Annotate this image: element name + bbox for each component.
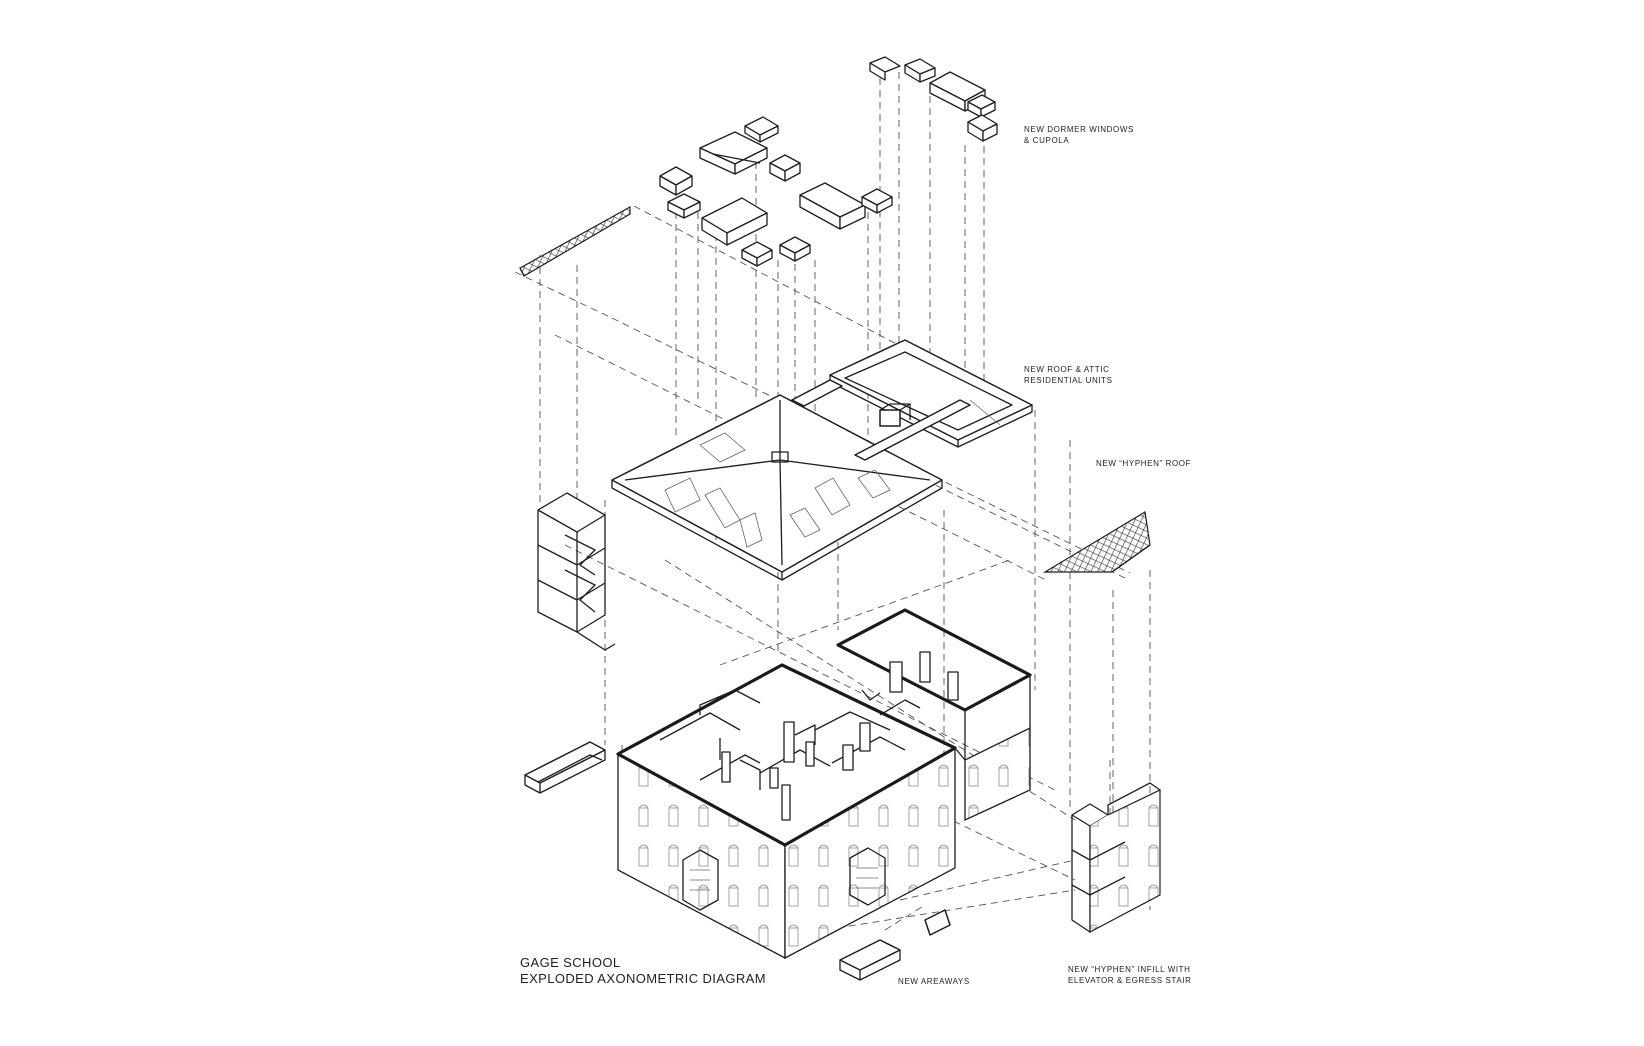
wing-building [836, 608, 1032, 822]
dormer-window [699, 131, 768, 175]
areaway-right [839, 909, 951, 981]
areaway-left [524, 741, 606, 794]
dormer-windows-cluster [659, 56, 998, 267]
label-hyphen-infill-line2: ELEVATOR & EGRESS STAIR [1068, 976, 1192, 985]
dormer-window [744, 116, 779, 143]
label-new-roof-line1: NEW ROOF & ATTIC [1024, 365, 1110, 374]
main-roof [611, 339, 1033, 581]
label-new-roof: NEW ROOF & ATTIC RESIDENTIAL UNITS [1024, 364, 1113, 386]
dormer-window [861, 188, 893, 214]
dormer-window [659, 166, 693, 196]
diagram-title: GAGE SCHOOL EXPLODED AXONOMETRIC DIAGRAM [520, 955, 766, 987]
label-hyphen-roof: NEW “HYPHEN” ROOF [1096, 459, 1192, 468]
label-new-areaways: NEW AREAWAYS [898, 977, 970, 986]
label-dormer-windows-line2: & CUPOLA [1024, 136, 1070, 145]
label-hyphen-infill-line1: NEW “HYPHEN” INFILL WITH [1068, 965, 1191, 974]
main-building [616, 663, 957, 960]
dormer-window [799, 182, 866, 230]
dormer-window [701, 197, 768, 246]
dormer-window [667, 193, 701, 219]
hyphen-roof-left [519, 205, 631, 277]
dormer-window [741, 241, 773, 267]
hyphen-infill-tower [1071, 782, 1161, 933]
dormer-window [769, 154, 801, 182]
cupola [869, 56, 998, 142]
label-dormer-windows: NEW DORMER WINDOWS & CUPOLA [1024, 124, 1134, 146]
hyphen-roof-right [1042, 511, 1151, 573]
dormer-window [779, 236, 811, 262]
diagram-title-line2: EXPLODED AXONOMETRIC DIAGRAM [520, 971, 766, 986]
label-dormer-windows-line1: NEW DORMER WINDOWS [1024, 125, 1134, 134]
egress-stair-left [537, 492, 616, 651]
label-hyphen-infill: NEW “HYPHEN” INFILL WITH ELEVATOR & EGRE… [1068, 964, 1191, 986]
diagram-title-line1: GAGE SCHOOL [520, 955, 621, 970]
label-new-roof-line2: RESIDENTIAL UNITS [1024, 376, 1113, 385]
